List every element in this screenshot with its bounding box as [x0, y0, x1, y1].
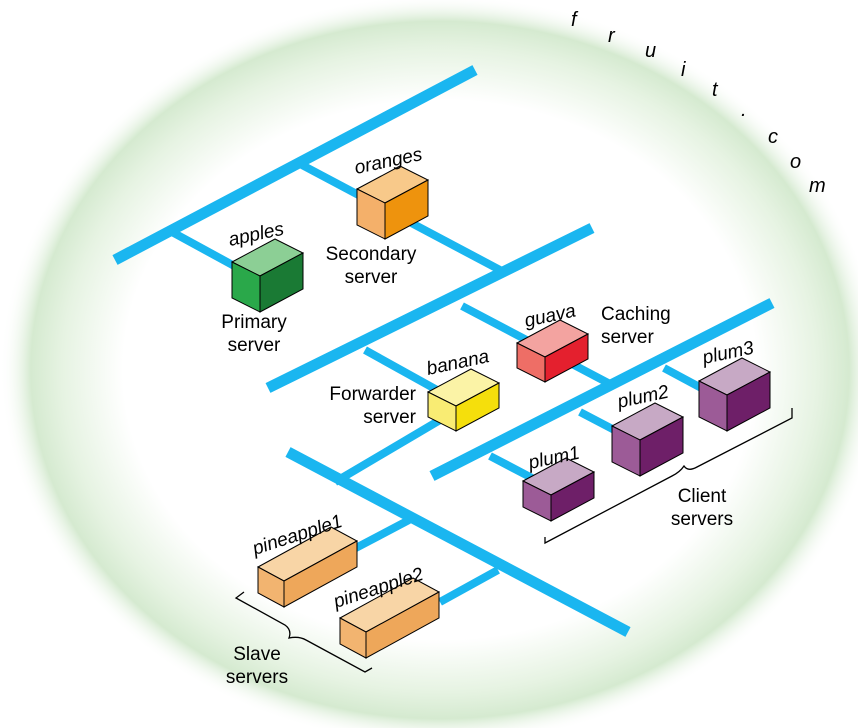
domain-letter: r — [608, 25, 616, 47]
role-secondary-line2: server — [345, 267, 398, 288]
domain-letter: u — [645, 40, 656, 62]
role-secondary-line1: Secondary — [326, 244, 417, 265]
role-client-line1: Client — [678, 486, 727, 507]
domain-letter: . — [741, 99, 747, 121]
role-slave-line2: servers — [226, 667, 288, 688]
network-branch-plum1 — [488, 452, 534, 482]
domain-letter: o — [790, 151, 801, 173]
role-primary-line2: server — [228, 335, 281, 356]
server-plum3 — [697, 357, 772, 432]
role-primary-line1: Primary — [221, 312, 287, 333]
domain-letter: c — [768, 126, 778, 148]
server-banana — [426, 368, 501, 432]
server-pineapple2 — [338, 577, 441, 659]
network-backbone-slaves — [285, 447, 631, 637]
server-oranges — [355, 165, 430, 240]
network — [112, 65, 775, 637]
network-backbone-clients — [429, 298, 775, 481]
domain-letter: f — [571, 9, 579, 31]
network-branch-plum3 — [662, 364, 707, 394]
role-caching-line2: server — [601, 327, 654, 348]
role-forwarder-line1: Forwarder — [329, 384, 416, 405]
role-client-line2: servers — [671, 509, 733, 530]
network-backbone-top — [112, 65, 478, 265]
domain-letter: i — [681, 59, 686, 81]
network-branch-apples — [170, 228, 240, 272]
server-guava — [515, 319, 590, 383]
server-plum1 — [521, 457, 596, 522]
role-forwarder-line2: server — [363, 407, 416, 428]
domain-name-label: f r u i t . c o m — [571, 9, 826, 197]
server-apples — [230, 238, 305, 313]
role-slave-line1: Slave — [233, 644, 281, 665]
network-branch-pineapple1 — [350, 516, 411, 554]
network-link-forwarder — [332, 416, 443, 486]
role-caching-line1: Caching — [601, 304, 671, 325]
slave-servers-brace — [234, 591, 373, 673]
client-servers-brace — [544, 408, 793, 545]
role-labels: Primary server Secondary server Caching … — [221, 244, 733, 688]
network-backbone-middle — [265, 223, 595, 393]
domain-letter: m — [809, 175, 826, 197]
domain-letter: t — [712, 79, 719, 101]
network-branch-pineapple2 — [438, 566, 500, 606]
server-plum2 — [610, 402, 685, 477]
server-pineapple1 — [256, 526, 359, 608]
network-branch-banana — [363, 346, 439, 394]
